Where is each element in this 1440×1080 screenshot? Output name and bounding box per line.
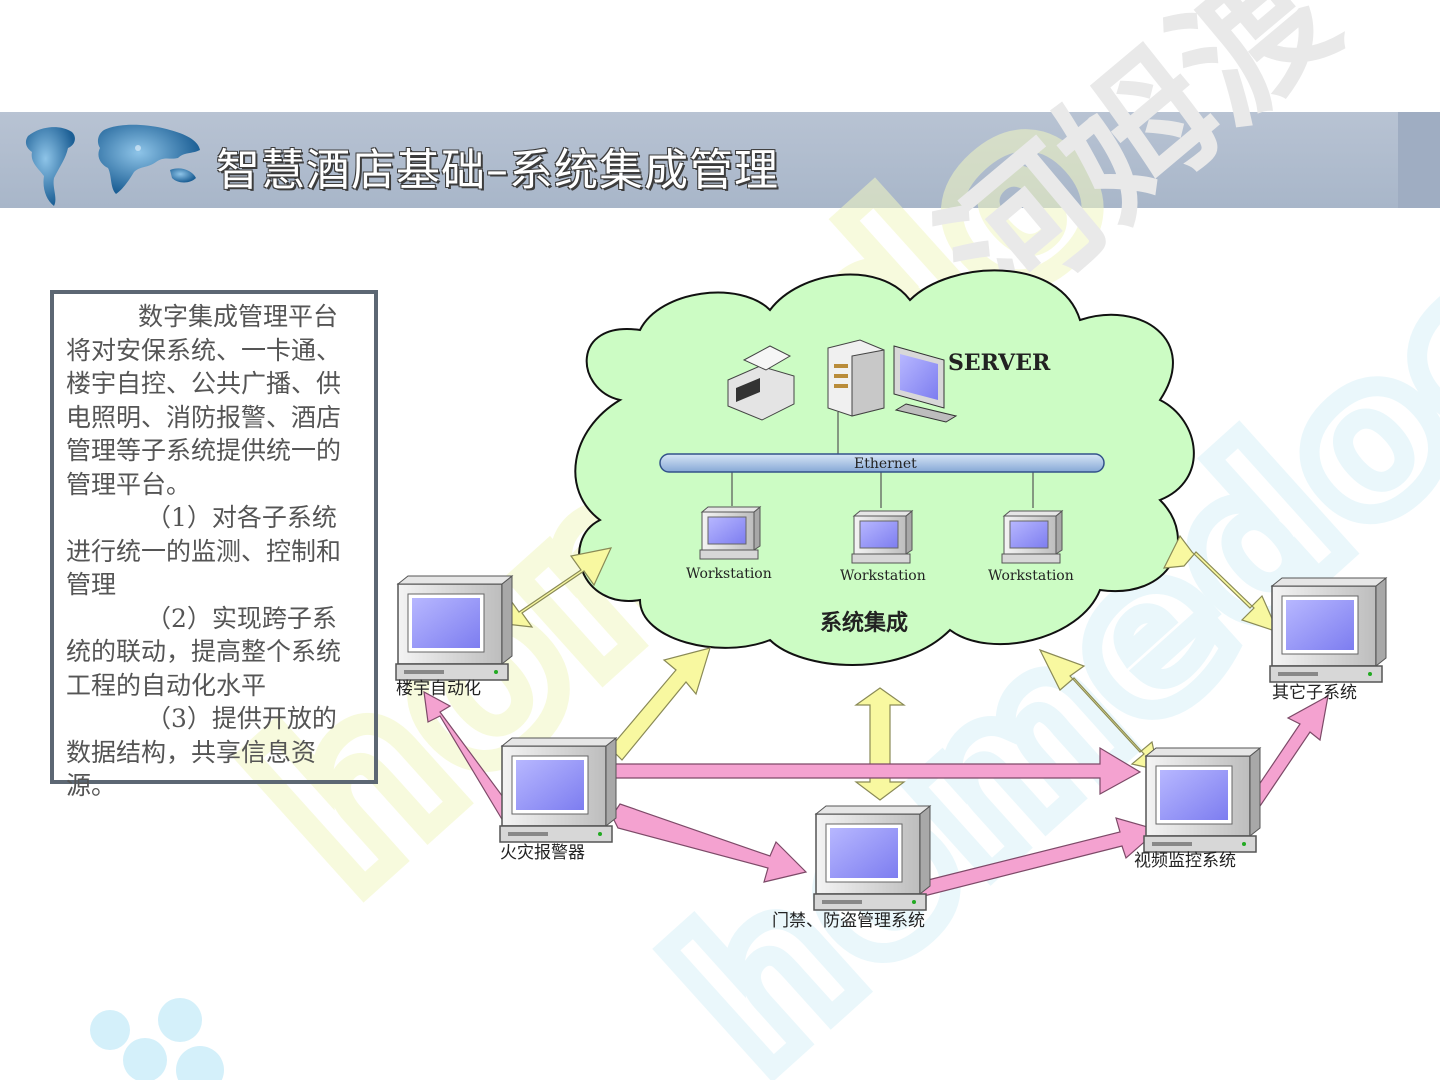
printer-icon bbox=[727, 345, 795, 421]
header-band-edge bbox=[1398, 112, 1440, 208]
yellow-arrows bbox=[496, 534, 1280, 801]
workstation-icon-2 bbox=[851, 510, 913, 564]
node-label-fire: 火灾报警器 bbox=[500, 843, 585, 863]
world-map-icon bbox=[25, 124, 200, 206]
header-band bbox=[0, 112, 1440, 208]
description-text: 数字集成管理平台将对安保系统、一卡通、楼宇自控、公共广播、供电照明、消防报警、酒… bbox=[66, 300, 356, 803]
workstation-icon-1 bbox=[699, 506, 761, 560]
description-point-3: （3）提供开放的数据结构，共享信息资源。 bbox=[66, 704, 337, 800]
computer-icon-access bbox=[813, 805, 931, 911]
workstation-label-3: Workstation bbox=[988, 568, 1074, 584]
arrow-cloud-other bbox=[1162, 534, 1280, 633]
arrow-fire-cloud bbox=[609, 647, 711, 761]
description-point-1: （1）对各子系统进行统一的监测、控制和管理 bbox=[66, 503, 342, 599]
description-intro: 数字集成管理平台将对安保系统、一卡通、楼宇自控、公共广播、供电照明、消防报警、酒… bbox=[66, 302, 342, 499]
node-label-other: 其它子系统 bbox=[1272, 683, 1357, 703]
cloud-label: 系统集成 bbox=[820, 610, 908, 636]
computer-icon-fire bbox=[499, 737, 617, 843]
pink-arrows bbox=[423, 690, 1329, 899]
computer-icon-other bbox=[1269, 577, 1387, 683]
server-tower-icon bbox=[827, 339, 885, 417]
page-title: 智慧酒店基础–系统集成管理 bbox=[216, 145, 779, 196]
workstation-label-1: Workstation bbox=[686, 566, 772, 582]
arrow-video-other bbox=[1245, 694, 1329, 813]
workstation-icon-3 bbox=[1001, 510, 1063, 564]
workstation-label-2: Workstation bbox=[840, 568, 926, 584]
monitor-icon bbox=[893, 345, 958, 423]
arrow-fire-access bbox=[611, 803, 808, 883]
computer-icon-building bbox=[395, 575, 513, 681]
ethernet-label: Ethernet bbox=[854, 456, 917, 472]
node-label-access: 门禁、防盗管理系统 bbox=[772, 911, 925, 931]
arrow-building-cloud bbox=[496, 547, 613, 628]
arrow-cloud-access bbox=[854, 687, 906, 801]
server-label: SERVER bbox=[948, 350, 1051, 376]
ethernet-bus bbox=[659, 453, 1105, 473]
node-label-video: 视频监控系统 bbox=[1134, 851, 1236, 871]
description-point-2: （2）实现跨子系统的联动，提高整个系统工程的自动化水平 bbox=[66, 603, 342, 700]
arrow-fire-video bbox=[613, 746, 1142, 796]
description-box bbox=[50, 290, 378, 784]
computer-icon-video bbox=[1143, 747, 1261, 853]
node-label-building: 楼宇自动化 bbox=[396, 679, 481, 699]
arrow-access-video bbox=[911, 817, 1160, 899]
arrow-cloud-video bbox=[1038, 648, 1159, 771]
